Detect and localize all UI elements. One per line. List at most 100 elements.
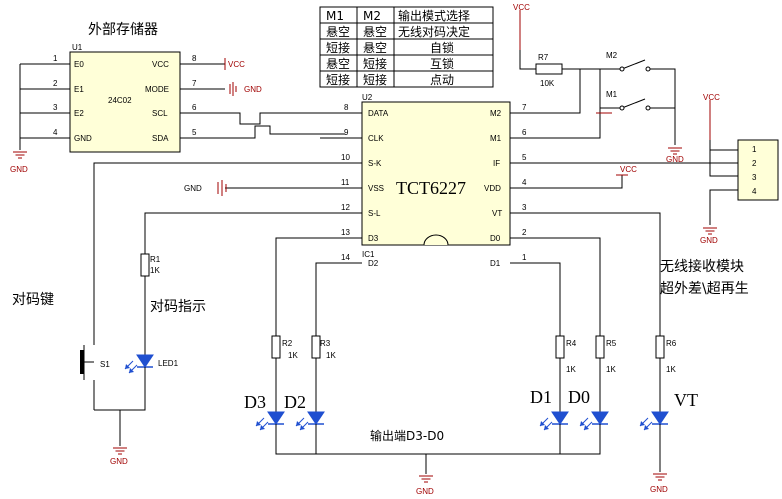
u1-pin-num: 5: [192, 128, 197, 137]
r5-label: R5: [606, 339, 617, 348]
u1-pin-name: SCL: [152, 109, 168, 118]
u2-pin-num: 7: [522, 103, 527, 112]
u2-ref-ic1: IC1: [362, 250, 375, 259]
r4-value: 1K: [566, 365, 576, 374]
u1-pin-num: 4: [53, 128, 58, 137]
u1-ref: U1: [72, 43, 83, 52]
mode-table: M1 M2 输出模式选择 悬空 悬空 无线对码决定 短接 悬空 自锁 悬空 短接…: [319, 6, 494, 88]
u1-right-pins: 8 7 6 5 VCC MODE SCL SDA: [145, 54, 225, 143]
ground-icon: [418, 475, 434, 483]
gnd-label: GND: [416, 487, 434, 496]
u1-pin-name: E2: [74, 109, 84, 118]
u1-pin-name: E1: [74, 85, 84, 94]
u1-pin-name: VCC: [152, 60, 169, 69]
m1-label: M1: [606, 90, 618, 99]
connector-pin: 3: [752, 173, 757, 182]
d2-led: [295, 411, 325, 431]
u2-pin-num: 10: [341, 153, 350, 162]
u2-pin-name: D1: [490, 259, 501, 268]
u2-pin-name: VT: [492, 209, 502, 218]
ext-storage-title: 外部存储器: [88, 22, 158, 38]
u2-pin-name: D0: [490, 234, 501, 243]
r2-value: 1K: [288, 351, 298, 360]
table-cell: 互锁: [430, 56, 454, 71]
u1-pin-num: 8: [192, 54, 197, 63]
table-cell: 悬空: [326, 25, 350, 39]
rf-connector: [737, 139, 779, 201]
u2-pin-name: IF: [493, 159, 500, 168]
u2-right-pins: 7 6 5 4 3 2 1 M2 M1 IF VDD VT D0 D1: [484, 103, 550, 268]
r6-value: 1K: [666, 365, 676, 374]
u2-pin-num: 2: [522, 228, 527, 237]
pair-key-label: 对码键: [12, 292, 54, 308]
gnd-label: GND: [184, 184, 202, 193]
table-cell: 无线对码决定: [398, 24, 470, 39]
vcc-label: VCC: [703, 93, 720, 102]
u2-pin-num: 5: [522, 153, 527, 162]
ground-icon: [702, 227, 718, 235]
r4-resistor: [555, 335, 565, 359]
r7-label: R7: [538, 53, 549, 62]
rf-module-sublabel: 超外差\超再生: [660, 281, 749, 297]
u2-pin-num: 13: [341, 228, 350, 237]
led1-label: LED1: [158, 359, 179, 368]
ground-icon: [652, 473, 668, 481]
r1-label: R1: [150, 255, 161, 264]
d1-led: [539, 411, 569, 431]
u1-pin-num: 6: [192, 103, 197, 112]
u2-pin-num: 11: [341, 178, 350, 187]
gnd-label: GND: [244, 85, 262, 94]
u2-pin-num: 14: [341, 253, 350, 262]
pair-indicator-label: 对码指示: [150, 299, 206, 315]
r7-resistor: [535, 63, 563, 75]
u2-pin-num: 9: [344, 128, 349, 137]
u2-pin-num: 6: [522, 128, 527, 137]
r5-value: 1K: [606, 365, 616, 374]
output-label: 输出端D3-D0: [370, 428, 444, 443]
r1-resistor: [140, 253, 150, 277]
u2-pin-name: S-L: [368, 209, 381, 218]
table-cell: 悬空: [363, 25, 387, 39]
u1-part: 24C02: [108, 96, 132, 105]
u2-pin-num: 1: [522, 253, 527, 262]
u2-pin-name: VDD: [484, 184, 501, 193]
u2-part: TCT6227: [396, 178, 466, 198]
r2-label: R2: [282, 339, 293, 348]
gnd-label: GND: [700, 236, 718, 245]
u2-pin-name: S-K: [368, 159, 382, 168]
vcc-label: VCC: [513, 3, 530, 12]
r1-value: 1K: [150, 266, 160, 275]
connector-pin: 2: [752, 159, 757, 168]
u2-pin-name: D2: [368, 259, 379, 268]
gnd-label: GND: [10, 165, 28, 174]
u2-ref: U2: [362, 93, 373, 102]
u1-pin-name: E0: [74, 60, 84, 69]
table-cell: 短接: [326, 72, 350, 87]
vt-led: [639, 411, 669, 431]
u1-pin-num: 1: [53, 54, 58, 63]
u2-pin-name: CLK: [368, 134, 384, 143]
table-header: 输出模式选择: [398, 8, 470, 23]
u2-pin-num: 3: [522, 203, 527, 212]
r7-value: 10K: [540, 79, 555, 88]
table-header: M2: [363, 9, 381, 23]
u2-pin-num: 8: [344, 103, 349, 112]
vcc-label: VCC: [228, 60, 245, 69]
u1-pin-name: GND: [74, 134, 92, 143]
u1-pin-name: MODE: [145, 85, 169, 94]
led1-indicator: [124, 354, 154, 374]
u2-pin-name: DATA: [368, 109, 389, 118]
ground-icon: [667, 147, 683, 155]
r6-label: R6: [666, 339, 677, 348]
gnd-label: GND: [666, 155, 684, 164]
u2-pin-name: M1: [490, 134, 502, 143]
r3-resistor: [311, 335, 321, 359]
table-cell: 点动: [430, 73, 454, 87]
m2-switch: [621, 59, 646, 70]
r4-label: R4: [566, 339, 577, 348]
r5-resistor: [595, 335, 605, 359]
table-cell: 短接: [363, 72, 387, 87]
r2-resistor: [271, 335, 281, 359]
u1-chip: [69, 51, 181, 153]
